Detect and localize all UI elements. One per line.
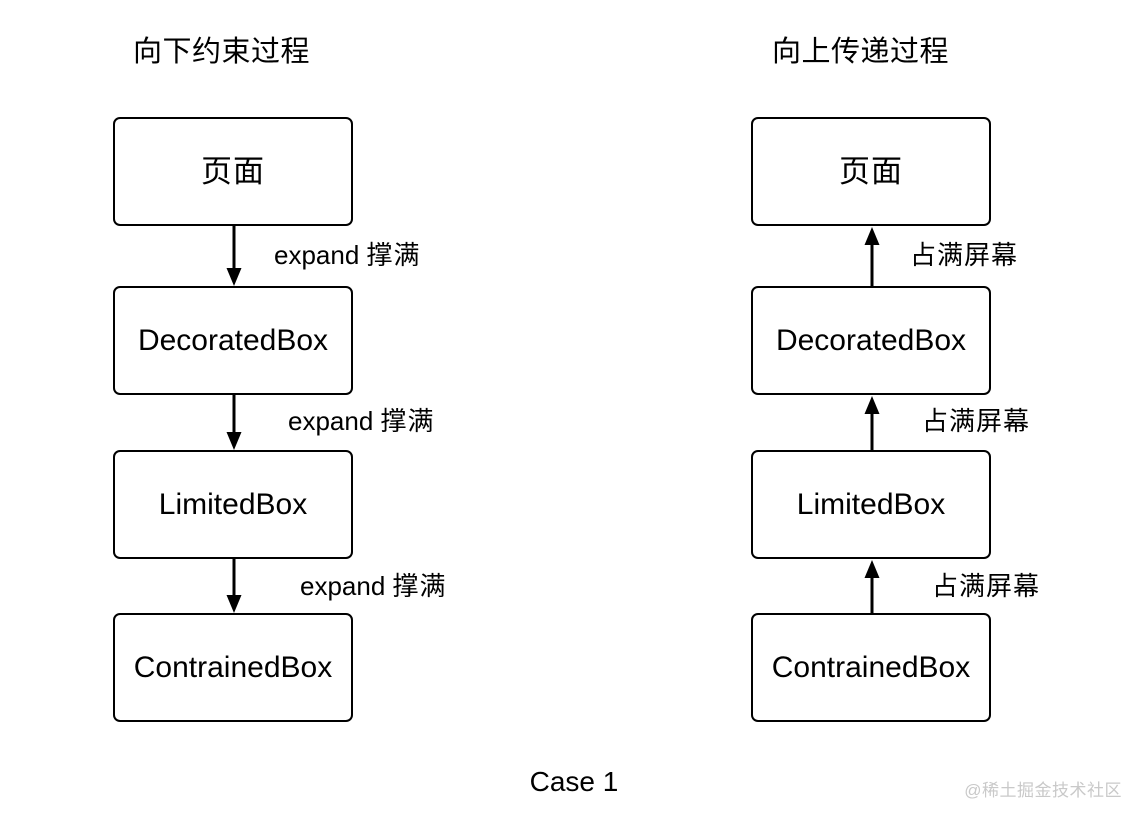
edge-label-cn: 撑满 [392,571,447,601]
right-edge-label-1: 占满屏幕 [910,242,1018,268]
edge-label-cn: 撑满 [380,406,435,436]
node-label: ContrainedBox [771,650,971,684]
left-arrow-down-1 [224,226,244,287]
left-node-page[interactable]: 页面 [113,117,353,226]
edge-label-latin: expand [288,406,374,436]
watermark: @稀土掘金技术社区 [964,781,1122,800]
edge-label-cn: 占满屏幕 [910,240,1019,270]
left-arrow-down-3 [224,559,244,614]
right-node-limitedbox[interactable]: LimitedBox [751,450,991,559]
figure-caption: Case 1 [529,766,619,797]
right-column-title: 向上传递过程 [772,36,950,68]
left-edge-label-3: expand 撑满 [300,573,447,599]
left-node-limitedbox[interactable]: LimitedBox [113,450,353,559]
edge-label-cn: 占满屏幕 [932,571,1041,601]
right-node-page[interactable]: 页面 [751,117,991,226]
node-label: ContrainedBox [133,650,333,684]
node-label: LimitedBox [158,487,308,521]
node-label: DecoratedBox [775,323,967,357]
edge-label-cn: 撑满 [366,240,421,270]
right-arrow-up-1 [862,226,882,287]
right-arrow-up-2 [862,395,882,451]
right-edge-label-3: 占满屏幕 [932,573,1040,599]
node-label: DecoratedBox [137,323,329,357]
right-node-contrainedbox[interactable]: ContrainedBox [751,613,991,722]
left-node-decoratedbox[interactable]: DecoratedBox [113,286,353,395]
left-edge-label-1: expand 撑满 [274,242,421,268]
right-edge-label-2: 占满屏幕 [922,408,1030,434]
left-arrow-down-2 [224,395,244,451]
left-edge-label-2: expand 撑满 [288,408,435,434]
node-label: 页面 [201,154,265,189]
edge-label-cn: 占满屏幕 [922,406,1031,436]
right-node-decoratedbox[interactable]: DecoratedBox [751,286,991,395]
right-arrow-up-3 [862,559,882,614]
edge-label-latin: expand [274,240,360,270]
left-node-contrainedbox[interactable]: ContrainedBox [113,613,353,722]
node-label: 页面 [839,154,903,189]
node-label: LimitedBox [796,487,946,521]
edge-label-latin: expand [300,571,386,601]
left-column-title: 向下约束过程 [133,36,311,68]
